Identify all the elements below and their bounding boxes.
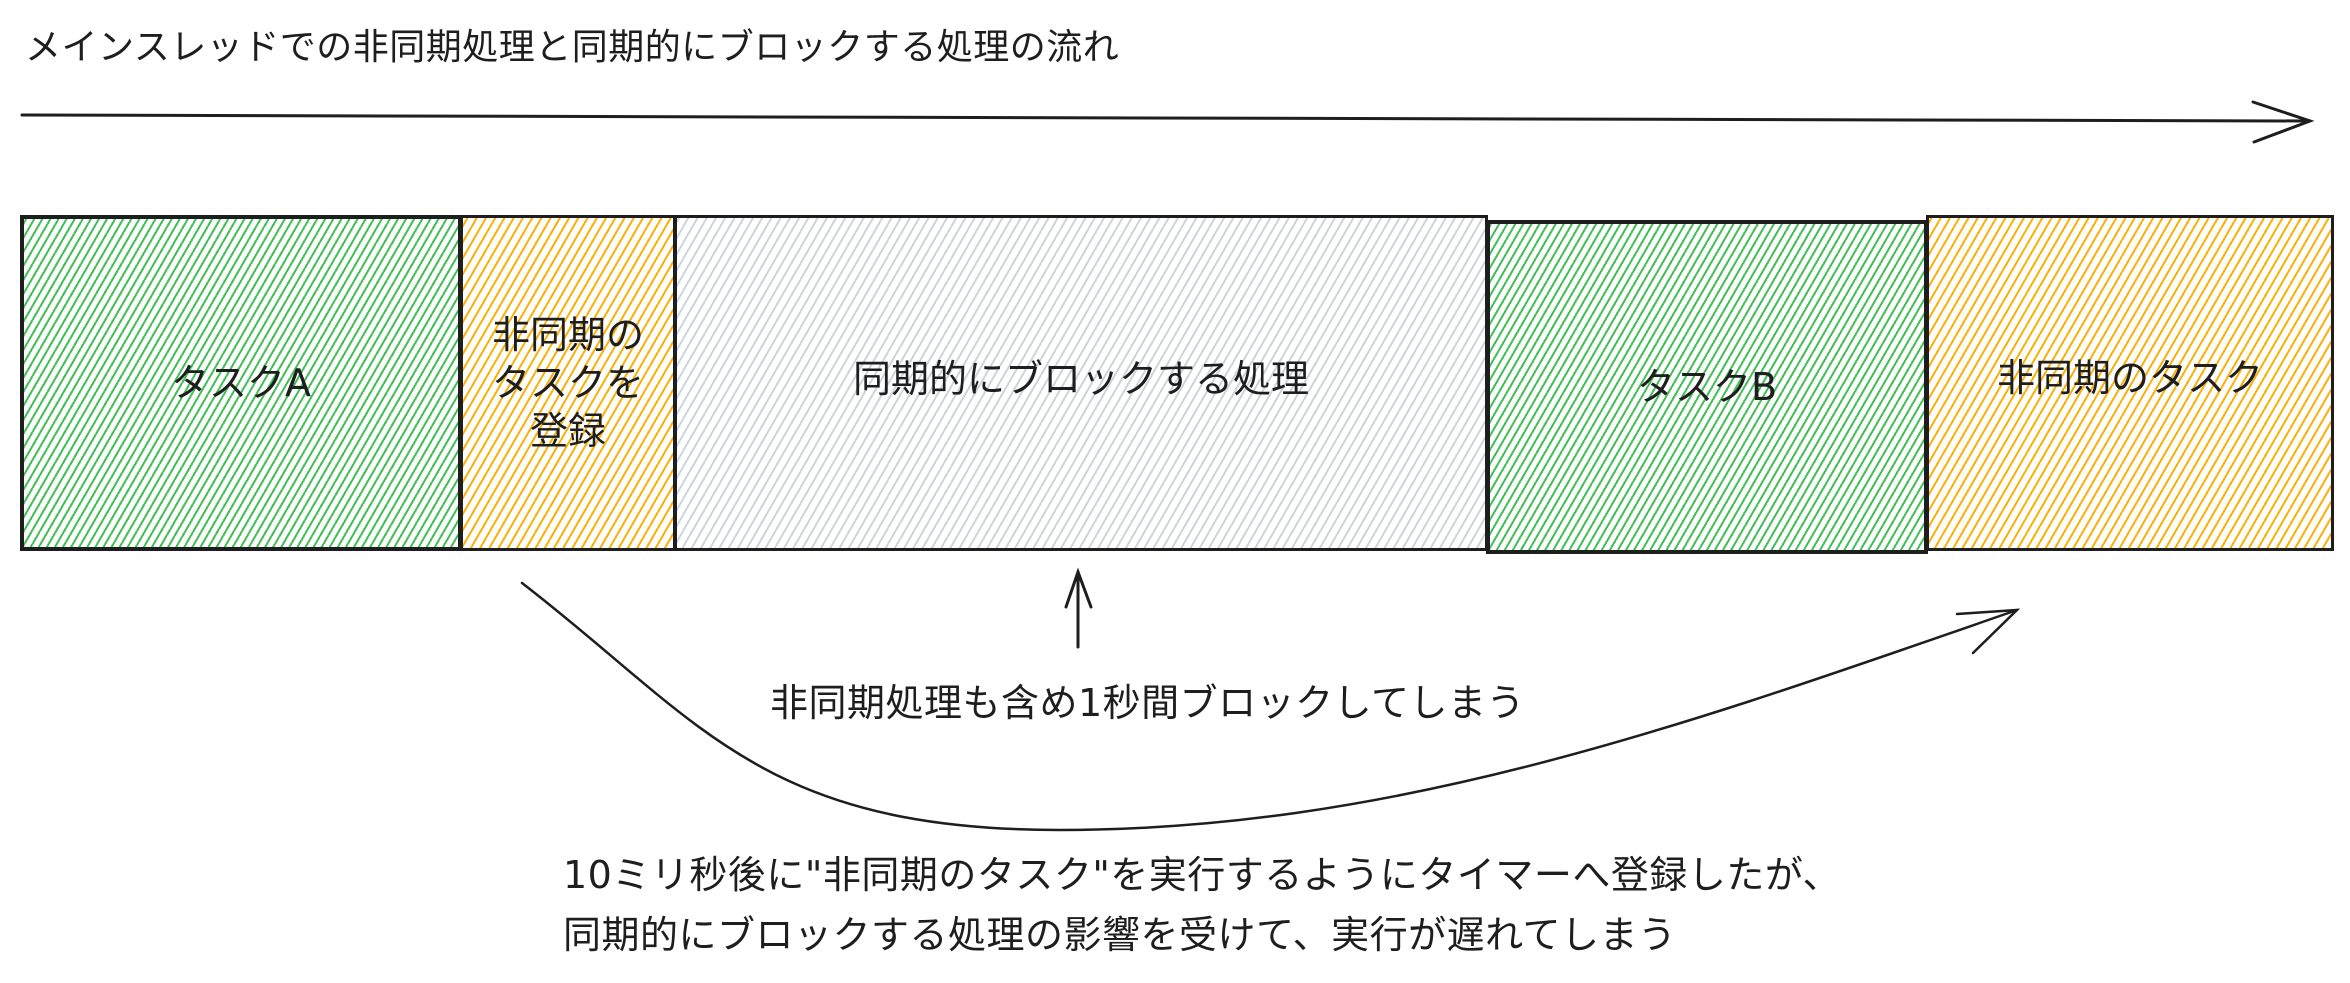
timer-note-line2: 同期的にブロックする処理の影響を受けて、実行が遅れてしまう [563,913,1677,957]
blocking-process-label: 同期的にブロックする処理 [852,357,1309,401]
task-a-label: タスクA [171,361,311,405]
register-async-label-line2: タスクを [491,361,644,405]
curved-arrow-icon [520,581,2021,832]
async-task-label: 非同期のタスク [1996,356,2263,400]
blocking-process-box: 同期的にブロックする処理 [674,215,1488,551]
up-arrow-icon [1064,567,1093,649]
register-async-box: 非同期の タスクを 登録 [460,215,676,551]
blocking-note: 非同期処理も含め1秒間ブロックしてしまう [770,681,1526,725]
task-b-box: タスクB [1486,220,1928,554]
register-async-label-line1: 非同期の [491,313,644,357]
task-a-box: タスクA [20,215,462,551]
diagram-title: メインスレッドでの非同期処理と同期的にブロックする処理の流れ [25,27,1120,68]
timer-note-line1: 10ミリ秒後に"非同期のタスク"を実行するようにタイマーへ登録したが、 [563,853,1842,897]
register-async-label-line3: 登録 [529,409,606,453]
task-b-label: タスクB [1636,365,1778,409]
async-task-box: 非同期のタスク [1926,215,2334,551]
timeline-arrow-icon [20,100,2315,144]
